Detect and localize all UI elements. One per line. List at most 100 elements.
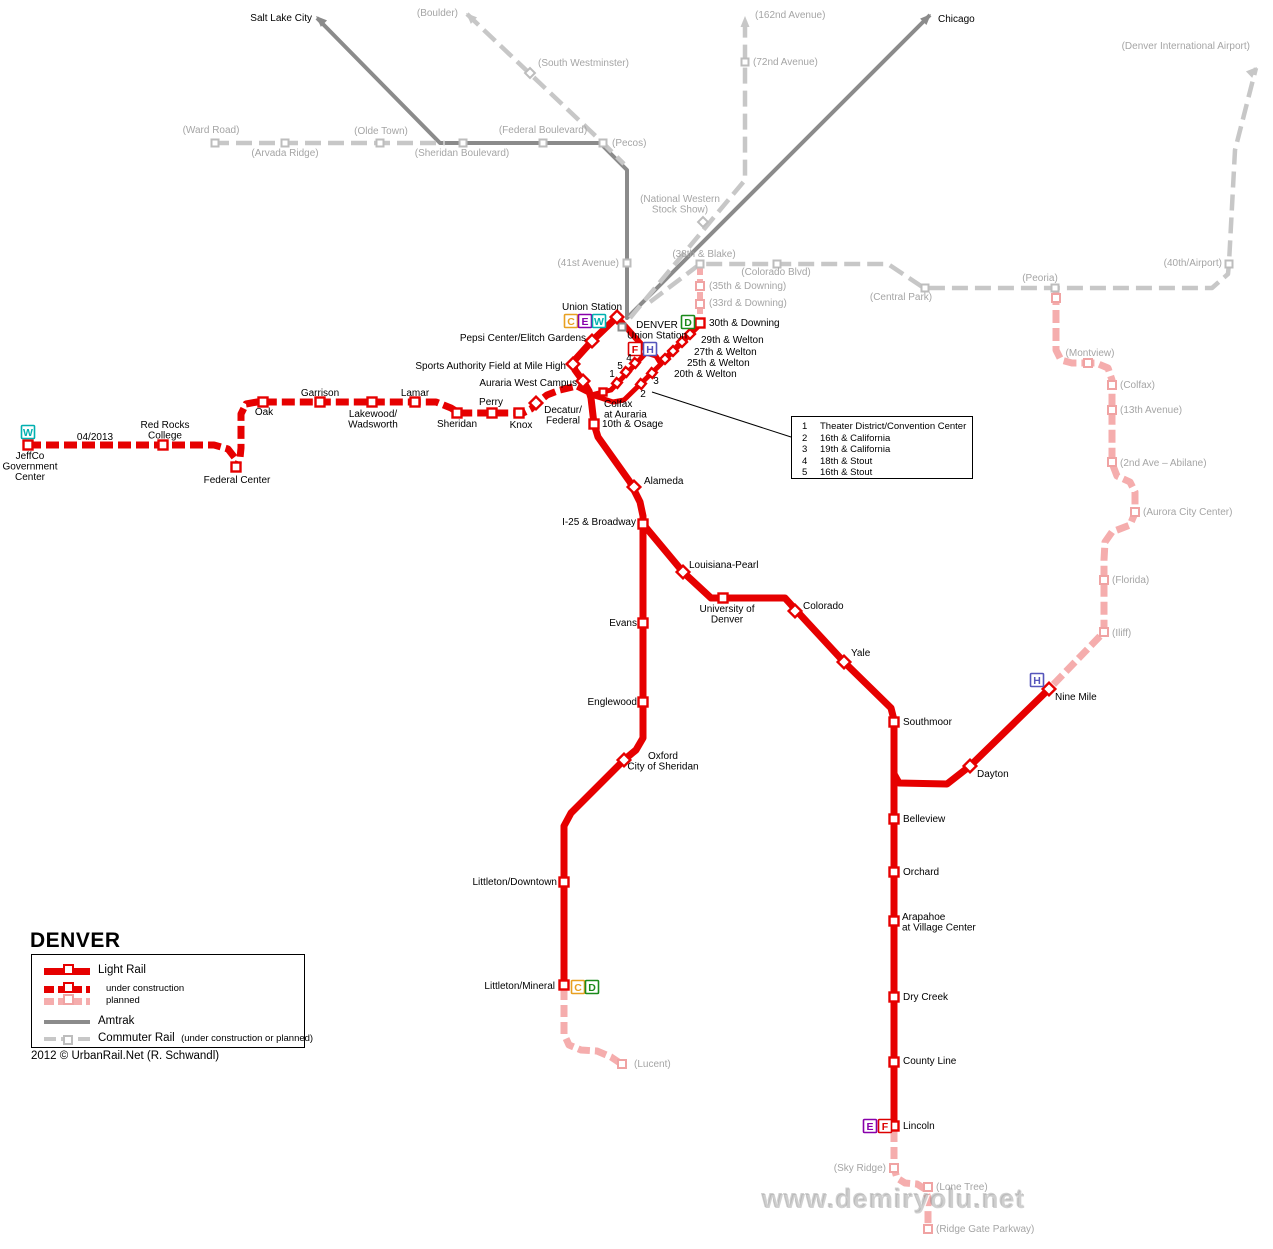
label-knox: Knox [510, 420, 533, 431]
station-sheridan [451, 407, 463, 419]
label-sports-authority: Sports Authority Field at Mile High [415, 361, 566, 372]
label-dry-creek: Dry Creek [903, 992, 949, 1003]
arrow-denver-airport [1245, 67, 1257, 78]
arrow-162nd-avenue [740, 16, 750, 27]
label-num-3: 3 [653, 376, 659, 387]
line-badge-e-2 [577, 313, 593, 329]
label-sheridan: Sheridan [437, 419, 477, 430]
label-southmoor: Southmoor [903, 717, 953, 728]
inset-station-name: Theater District/Convention Center [820, 421, 967, 432]
under-construction-line-sample [44, 982, 90, 993]
line-badge-c-1 [563, 313, 579, 329]
label-pepsi-center: Pepsi Center/Elitch Gardens [460, 333, 586, 344]
legend-light-rail-label: Light Rail [98, 964, 146, 976]
planned-mineral-lucent [560, 988, 622, 1066]
station-union-station [608, 308, 626, 326]
station-iliff [1099, 627, 1109, 637]
station-oak [257, 396, 269, 408]
line-badge-letter-h-6: H [646, 344, 654, 356]
legend: Light Rail under construction planned Am… [31, 954, 313, 1048]
label-orchard: Orchard [903, 867, 939, 878]
light-rail-southeast [640, 521, 898, 1126]
station-stop-4-18th-stout [628, 356, 642, 370]
station-i-25-and-broadway [637, 518, 649, 530]
station-auraria-west-campus [574, 372, 592, 390]
station-41st-avenue [622, 258, 632, 268]
line-badge-letter-e-2: E [581, 316, 588, 328]
label-chicago: Chicago [938, 14, 975, 25]
station-pecos [598, 138, 608, 148]
line-badge-letter-d-9: D [588, 982, 596, 994]
station-2nd-ave-abilane [1107, 457, 1117, 467]
label-lincoln: Lincoln [903, 1121, 935, 1132]
label-salt-lake-city: Salt Lake City [250, 13, 312, 24]
line-badge-letter-e-10: E [866, 1121, 873, 1133]
label-162nd-avenue: (162nd Avenue) [755, 10, 825, 21]
legend-commuter-label: Commuter Rail (under construction or pla… [98, 1032, 314, 1044]
label-belleview: Belleview [903, 814, 946, 825]
legend-amtrak-label: Amtrak [98, 1015, 135, 1027]
line-badge-letter-w-0: W [23, 427, 33, 439]
legend-under-construction-label: under construction [106, 983, 185, 994]
label-federal-boulevard: (Federal Boulevard) [499, 125, 587, 136]
commuter-north [628, 18, 748, 320]
copyright-note: 2012 © UrbanRail.Net (R. Schwandl) [31, 1050, 220, 1062]
label-florida: (Florida) [1112, 575, 1149, 586]
label-evans: Evans [609, 618, 637, 629]
station-sheridan-boulevard [458, 138, 468, 148]
label-35th-downing: (35th & Downing) [709, 281, 786, 292]
station-south-westminster [523, 66, 537, 80]
label-auraria-west: Auraria West Campus [479, 378, 577, 389]
amtrak-route [315, 13, 932, 320]
label-lone-tree: (Lone Tree) [936, 1182, 988, 1193]
station-ridge-gate-parkway [923, 1224, 933, 1234]
station-olde-town [375, 138, 385, 148]
label-iliff: (Iliff) [1112, 628, 1131, 639]
label-olde-town: (Olde Town) [354, 126, 408, 137]
commuter-east-airport [648, 67, 1259, 304]
label-33rd-downing: (33rd & Downing) [709, 298, 787, 309]
station-13th-avenue [1107, 405, 1117, 415]
station-aurora-city-center [1130, 507, 1140, 517]
label-27th-welton: 27th & Welton [694, 347, 757, 358]
line-badge-letter-c-8: C [574, 982, 582, 994]
label-oak: Oak [255, 407, 274, 418]
inset-number: 3 [802, 444, 808, 455]
label-central-park: (Central Park) [870, 292, 932, 303]
station-university-of-denver [717, 592, 729, 604]
inset-number: 2 [802, 432, 808, 444]
station-arapahoe-at-village-center [888, 915, 900, 927]
legend-row-light-rail: Light Rail [32, 964, 304, 978]
station-stop-3-19th-california [645, 366, 659, 380]
arrow-chicago [920, 14, 931, 25]
station-colfax-at-auraria [598, 387, 608, 397]
label-72nd-avenue: (72nd Avenue) [753, 57, 818, 68]
station-35th-and-downing [695, 281, 705, 291]
station-orchard [888, 866, 900, 878]
label-colorado: Colorado [803, 601, 844, 612]
station-stop-2-16th-california [634, 377, 648, 391]
inset-station-name: 16th & California [820, 432, 891, 444]
station-county-line [888, 1056, 900, 1068]
inset-pointer-line [651, 391, 792, 438]
watermark: www.demiryolu.net [762, 1184, 1026, 1214]
label-louisiana-pearl: Louisiana-Pearl [689, 560, 759, 571]
station-stop-1-theater-district [610, 376, 624, 390]
station-lakewood-wadsworth [366, 396, 378, 408]
label-num-2: 2 [640, 389, 646, 400]
legend-planned-label: planned [106, 995, 140, 1006]
station-ward-road [210, 138, 220, 148]
inset-number: 4 [802, 455, 808, 467]
label-federal-center: Federal Center [204, 475, 271, 486]
station-colorado-blvd [772, 259, 782, 269]
label-10th-osage: 10th & Osage [602, 419, 664, 430]
label-num-4: 4 [626, 353, 632, 364]
label-lucent: (Lucent) [634, 1059, 671, 1070]
label-25th-welton: 25th & Welton [687, 358, 750, 369]
station-colorado [786, 602, 804, 620]
station-national-western-stock-show [696, 215, 710, 229]
